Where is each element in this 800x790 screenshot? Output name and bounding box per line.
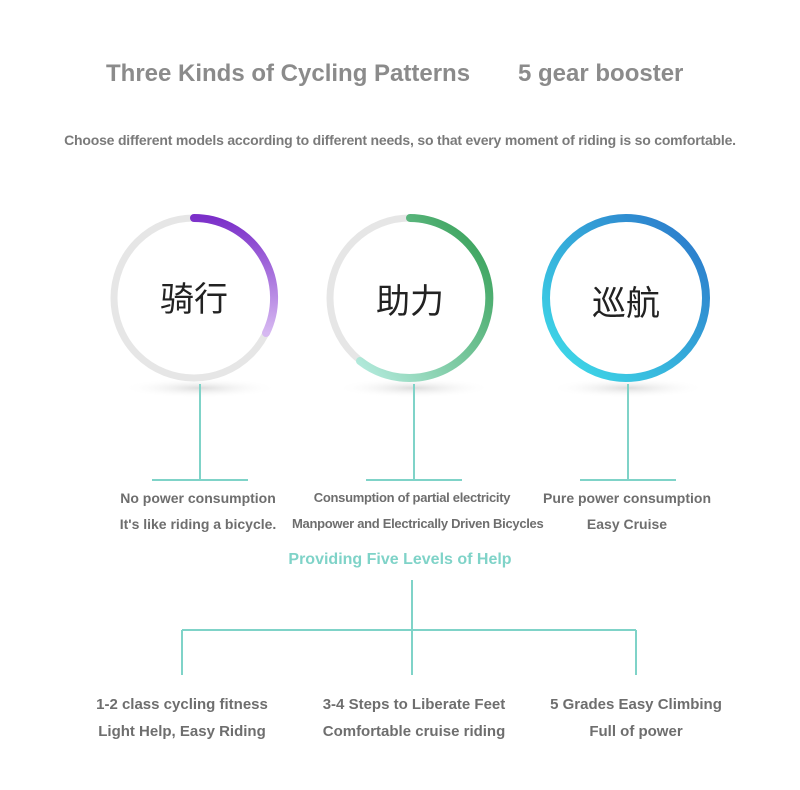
ring-label-assist: 助力 — [376, 282, 444, 322]
level-3-line1: 5 Grades Easy Climbing — [550, 696, 722, 713]
help-section-title: Providing Five Levels of Help — [288, 551, 512, 568]
mode-assist-line1: Consumption of partial electricity — [313, 490, 511, 505]
level-1-line2: Light Help, Easy Riding — [98, 723, 266, 740]
ring-progress-arc — [356, 214, 494, 382]
level-1-line1: 1-2 class cycling fitness — [96, 696, 268, 713]
ring-label-cruise: 巡航 — [592, 284, 660, 324]
ring-label-riding: 骑行 — [160, 280, 228, 320]
ring-progress-arc — [190, 214, 279, 337]
mode-connectors — [152, 384, 676, 481]
page-title-secondary: 5 gear booster — [518, 60, 684, 87]
header: Three Kinds of Cycling Patterns 5 gear b… — [0, 58, 800, 94]
ring-progress-arc — [542, 214, 710, 382]
mode-cruise-line1: Pure power consumption — [542, 490, 711, 506]
help-tree-connectors — [181, 580, 637, 675]
level-2-line2: Comfortable cruise riding — [322, 723, 506, 740]
mode-riding-line1: No power consumption — [120, 490, 276, 506]
level-2-line1: 3-4 Steps to Liberate Feet — [322, 696, 506, 713]
page-description: Choose different models according to dif… — [64, 132, 736, 148]
mode-assist-line2: Manpower and Electrically Driven Bicycle… — [292, 516, 544, 531]
mode-riding-line2: It's like riding a bicycle. — [119, 516, 277, 532]
mode-cruise-line2: Easy Cruise — [586, 516, 668, 532]
page-title: Three Kinds of Cycling Patterns — [106, 60, 471, 87]
level-3-line2: Full of power — [589, 723, 683, 740]
